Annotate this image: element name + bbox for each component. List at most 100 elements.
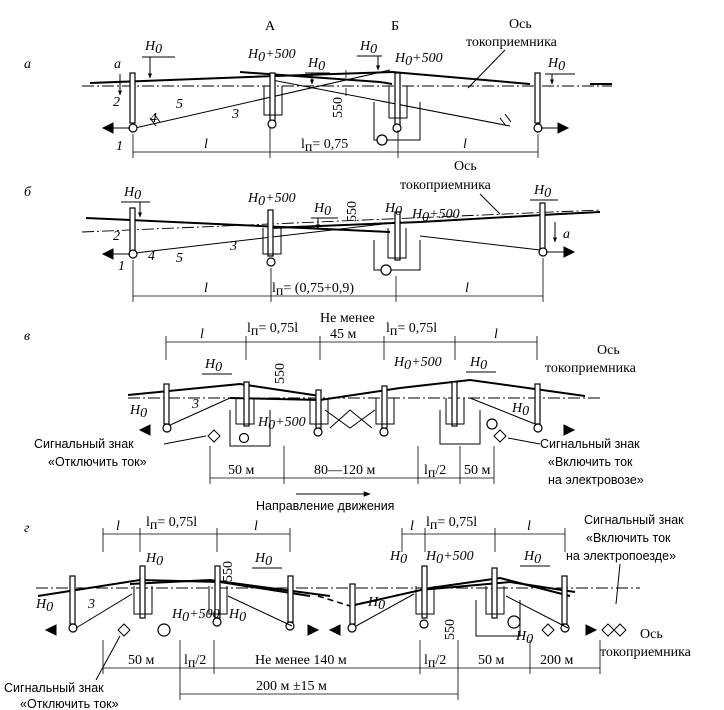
h0-g-6: H0 [389, 549, 407, 567]
anchor-g-right-icon [585, 624, 598, 636]
drive-B [376, 134, 388, 146]
h0-500-g-1-H: H [171, 607, 183, 622]
h0-500-B-H: H [394, 51, 406, 66]
h0-b-mid-arrow [311, 217, 338, 229]
h0-right-H: H [547, 56, 559, 71]
disconnector-B [388, 86, 408, 119]
disconnector-b-A [262, 228, 282, 255]
insulator-right [499, 113, 512, 127]
num-3-b: 3 [229, 239, 237, 254]
drive-g1 [157, 623, 171, 637]
h0-500-g-1: H0+500 [171, 607, 220, 625]
l-g-4: l [527, 519, 531, 534]
lp-half-g2-l: l [424, 653, 428, 668]
drive-v1 [238, 432, 250, 444]
anchor-rod-right [271, 79, 511, 127]
num-2-b: 2 [113, 229, 120, 244]
h0-g-5-sub: 0 [378, 598, 385, 613]
h0-b-right: H0 [533, 183, 551, 201]
h0-b-B-sub: 0 [395, 204, 402, 219]
h0-g-7: H0 [523, 549, 541, 567]
h0-v-2: H0 [469, 355, 487, 373]
h0-v-right: H0 [511, 401, 529, 419]
axis-label-line2: токоприемника [466, 35, 558, 50]
point-label-B: Б [391, 19, 399, 34]
axis-b-line1: Ось [454, 159, 477, 174]
h0-v-left-H: H [129, 403, 141, 418]
lp-v-2-tail: l [433, 321, 437, 336]
disconnector-g4-frame [475, 600, 521, 637]
base-g-5 [347, 623, 357, 633]
h0-g-1-H: H [35, 597, 47, 612]
signal-off-g-leader [95, 635, 121, 681]
h0-b-left: H0 [123, 185, 141, 203]
h0-g-8-H: H [515, 629, 527, 644]
num-5-b: 5 [176, 251, 183, 266]
anchor-left-icon [101, 122, 114, 134]
h0-mid-sub: 0 [318, 59, 325, 74]
h0-500-b-A-H: H [247, 191, 259, 206]
h0-500-b-B: H0+500 [411, 207, 460, 225]
lp-v-2-sub: п [390, 324, 398, 339]
anchor-right-icon [557, 122, 570, 134]
l-a-1: l [204, 137, 208, 152]
pole-base-left [128, 123, 138, 133]
h0-g-5-H: H [367, 595, 379, 610]
base-v-4 [379, 427, 389, 437]
disconnector-b-B [387, 228, 407, 259]
h0-500-A-val: +500 [265, 47, 295, 62]
h0-v-2-H: H [469, 355, 481, 370]
anchor-v-right-icon [563, 424, 576, 436]
dim-550-g2: 550 [443, 619, 458, 640]
signal-off-icon-v [207, 429, 221, 443]
h0-b-left-sub: 0 [134, 188, 141, 203]
dim-top-ticks-v [165, 336, 538, 360]
contact-wire-b2 [269, 211, 601, 229]
drive-g4 [507, 615, 521, 629]
h0-right-label: H0 [547, 56, 565, 74]
h0-500-v-1-val: +500 [275, 415, 305, 430]
not-less-v: Не менее [320, 311, 375, 326]
h0-g-6-sub: 0 [400, 552, 407, 567]
pole-b-right [539, 202, 546, 250]
disconnector-v1-frame [229, 410, 271, 447]
panel-b: б Ось токоприемника H0 H0+500 H0 550 H0 … [24, 159, 601, 302]
h0-500-g-2-H: H [425, 549, 437, 564]
lp-g-1-tail: l [193, 515, 197, 530]
h0-g-7-sub: 0 [534, 552, 541, 567]
anchor-v-left-icon [138, 424, 151, 436]
cross-wires-v [324, 409, 376, 429]
disconnector-g1 [133, 586, 153, 615]
h0-500-v-2-val: +500 [411, 355, 441, 370]
lp-v-1-tail: l [294, 321, 298, 336]
dim-550-a: 550 [331, 97, 346, 118]
lp-a-val: = 0,75 [312, 137, 348, 152]
drive-v4 [486, 418, 498, 430]
axis-v-line1: Ось [597, 343, 620, 358]
d140-g: Не менее 140 м [255, 653, 347, 668]
disconnector-A [263, 86, 283, 116]
signal-on-v-line2: «Включить ток [548, 455, 633, 469]
signal-on-icon-g-1 [541, 623, 555, 637]
anchor-g-mid2-icon [328, 624, 341, 636]
h0-500-g-2-val: +500 [443, 549, 473, 564]
d200-g: 200 м [540, 653, 574, 668]
h0-label-left: H0 [144, 39, 162, 57]
contact-wire-2 [239, 71, 393, 85]
signal-on-v-line3: на электровозе» [548, 473, 644, 487]
pole-g-5 [349, 583, 356, 625]
h0-B-sub: 0 [370, 42, 377, 57]
contact-wire-g3 [349, 576, 571, 607]
pole-g-8 [561, 575, 568, 625]
disconnector-g2 [208, 586, 228, 615]
signal-on-icon-g-3 [613, 623, 627, 637]
h0-right-arrow [545, 73, 575, 84]
dim-550-g1: 550 [221, 561, 236, 582]
pole-g-2 [139, 565, 146, 619]
d50-g-2: 50 м [478, 653, 505, 668]
h0-500-b-A-val: +500 [265, 191, 295, 206]
base-g-6 [419, 619, 429, 629]
num-5-a: 5 [176, 97, 183, 112]
lp-a-l: l [301, 137, 305, 152]
num-3-a: 3 [231, 107, 239, 122]
